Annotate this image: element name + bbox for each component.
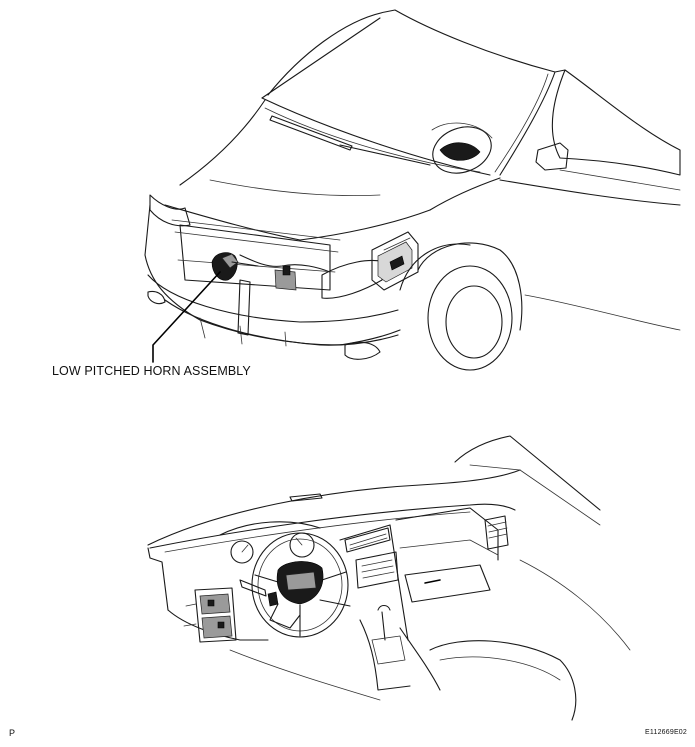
- a-pillar-right: [499, 71, 556, 176]
- headlight-left: [149, 194, 191, 227]
- center-stack-outline: [339, 524, 409, 641]
- gauge-left: [230, 540, 254, 564]
- side-vent-right-slats: [487, 521, 508, 539]
- column-dark-part: [267, 591, 279, 607]
- side-window: [551, 69, 681, 176]
- defroster-vent: [289, 493, 323, 502]
- shift-gate: [371, 635, 406, 665]
- horn-bracket-right: [274, 265, 297, 291]
- hood-crease: [209, 179, 381, 197]
- low-pitched-horn-assembly: [211, 252, 259, 281]
- horn-leader-line: [152, 271, 221, 363]
- windshield-bottom: [261, 97, 491, 176]
- hood-front-edge: [164, 204, 431, 241]
- windshield-lower-edge: [147, 469, 521, 546]
- door-panel: [519, 559, 631, 651]
- page-marker: P: [9, 728, 16, 738]
- interior-steering-wheel-through-glass: [431, 122, 493, 174]
- fender-arch: [399, 243, 471, 291]
- seat-outline: [429, 640, 577, 721]
- bumper-center-bracket: [237, 279, 251, 336]
- a-pillar-right-inner: [494, 73, 549, 173]
- a-pillar-inner: [469, 464, 601, 526]
- grille-frame: [179, 224, 331, 291]
- steering-wheel: [251, 532, 349, 638]
- seat-cushion: [439, 656, 561, 681]
- side-mirror: [535, 142, 569, 171]
- dash-right-trim: [399, 539, 499, 556]
- instrument-panel-junction-block: [183, 587, 237, 643]
- audio-unit: [355, 551, 399, 589]
- wiring-harness-front: [239, 254, 331, 273]
- center-vent-slats: [349, 533, 388, 550]
- hood-outline: [179, 99, 266, 186]
- hood-right-edge: [429, 177, 501, 211]
- shift-lever: [377, 604, 391, 641]
- door-line: [559, 169, 681, 191]
- instrument-cluster-hood: [219, 521, 321, 536]
- body-side: [499, 179, 681, 206]
- lower-intake: [199, 317, 287, 347]
- center-vent-upper: [344, 527, 391, 553]
- center-console: [359, 619, 411, 691]
- floor-line: [229, 649, 381, 701]
- glovebox: [404, 564, 491, 603]
- bumper-lower: [164, 299, 399, 346]
- headlight-right: [321, 259, 386, 299]
- console-right: [399, 627, 441, 691]
- car-exterior-illustration: [144, 9, 681, 371]
- cowl-line: [264, 107, 481, 173]
- exploded-light-unit: [371, 231, 419, 291]
- dash-top: [149, 503, 516, 549]
- horn-callout-label: LOW PITCHED HORN ASSEMBLY: [52, 364, 251, 378]
- glovebox-handle: [424, 579, 441, 584]
- car-roofline: [267, 9, 566, 96]
- dashboard-interior-illustration: [147, 435, 631, 721]
- dash-left-end: [147, 547, 169, 611]
- wiper-left: [269, 115, 353, 151]
- wiper-stalk: [319, 599, 351, 607]
- side-vent-right: [484, 515, 509, 550]
- figure-code: E112669E02: [645, 729, 687, 736]
- dash-right-panel: [395, 507, 499, 561]
- audio-controls: [361, 559, 395, 579]
- dash-top-inner: [164, 511, 471, 553]
- bumper-upper: [147, 274, 399, 323]
- rocker-line: [524, 294, 681, 331]
- front-wheel: [417, 242, 523, 371]
- fog-light-right: [344, 341, 381, 360]
- a-pillar-interior: [454, 435, 601, 511]
- steering-column: [269, 603, 301, 629]
- gauge-right: [289, 532, 315, 558]
- wiper-right: [339, 144, 431, 166]
- fog-light-left: [147, 290, 166, 305]
- windshield-top: [261, 17, 381, 99]
- turn-signal-stalk: [239, 579, 267, 597]
